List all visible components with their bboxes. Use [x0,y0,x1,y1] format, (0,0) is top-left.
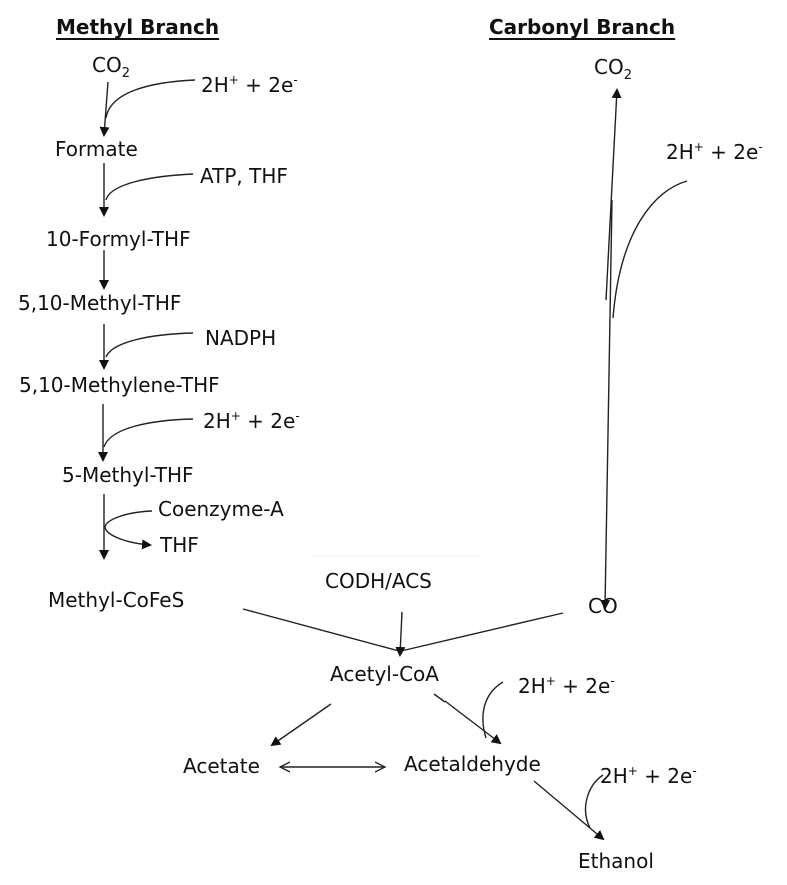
carbonyl-branch-header: Carbonyl Branch [489,15,676,39]
arrow-co2-to-co [600,199,613,610]
arrow-co2-to-formate [99,79,196,137]
ethanol-cofactor: 2H+ + 2e- [600,764,697,788]
formate-label: Formate [55,137,138,161]
arrow-co-to-co2 [605,88,622,301]
methyl-step1-cofactor: 2H+ + 2e- [201,73,298,97]
line-methyl-cofes-to-acetyl-coa [242,608,400,652]
methyl-co2-label: CO2 [92,53,130,81]
formyl-thf-label: 10-Formyl-THF [46,227,191,251]
methylene-thf-label: 5,10-Methylene-THF [19,373,220,397]
methyl-branch-header: Methyl Branch [56,15,220,39]
acetate-label: Acetate [183,754,260,778]
methyl-cofes-label: Methyl-CoFeS [48,588,185,612]
nadph-cofactor: NADPH [205,326,277,350]
carbonyl-co2-label: CO2 [594,55,632,83]
co-label: CO [588,594,618,618]
ethanol-label: Ethanol [578,849,654,873]
methyl-step5-cofactor: 2H+ + 2e- [203,409,300,433]
coenzyme-a-label: Coenzyme-A [158,497,284,521]
arrow-5-methyl-thf-to-methyl-cofes [99,494,153,560]
arrow-formate-to-formyl-thf [99,163,194,217]
methyl-thf-510-label: 5,10-Methyl-THF [18,291,182,315]
arrow-acetyl-coa-to-acetaldehyde [433,681,504,745]
arrow-methylene-to-5-methyl-thf [98,404,194,462]
methyl-thf-5-label: 5-Methyl-THF [62,463,194,487]
acetaldehyde-cofactor: 2H+ + 2e- [518,674,615,698]
arrow-methyl-to-methylene-thf [99,324,194,370]
arrow-acetyl-coa-to-acetate [270,703,332,747]
acetyl-coa-label: Acetyl-CoA [330,662,439,686]
arrow-codh-acs-to-acetyl-coa [395,611,406,657]
acetaldehyde-label: Acetaldehyde [404,752,541,776]
line-co-to-acetyl-coa [400,612,564,652]
atp-thf-cofactor: ATP, THF [200,164,288,188]
codh-acs-label: CODH/ACS [325,569,432,593]
thf-out-label: THF [160,533,199,557]
carbonyl-cofactor-curve [612,180,688,319]
arrow-acetaldehyde-to-ethanol [533,774,605,841]
carbonyl-cofactor: 2H+ + 2e- [666,140,763,164]
